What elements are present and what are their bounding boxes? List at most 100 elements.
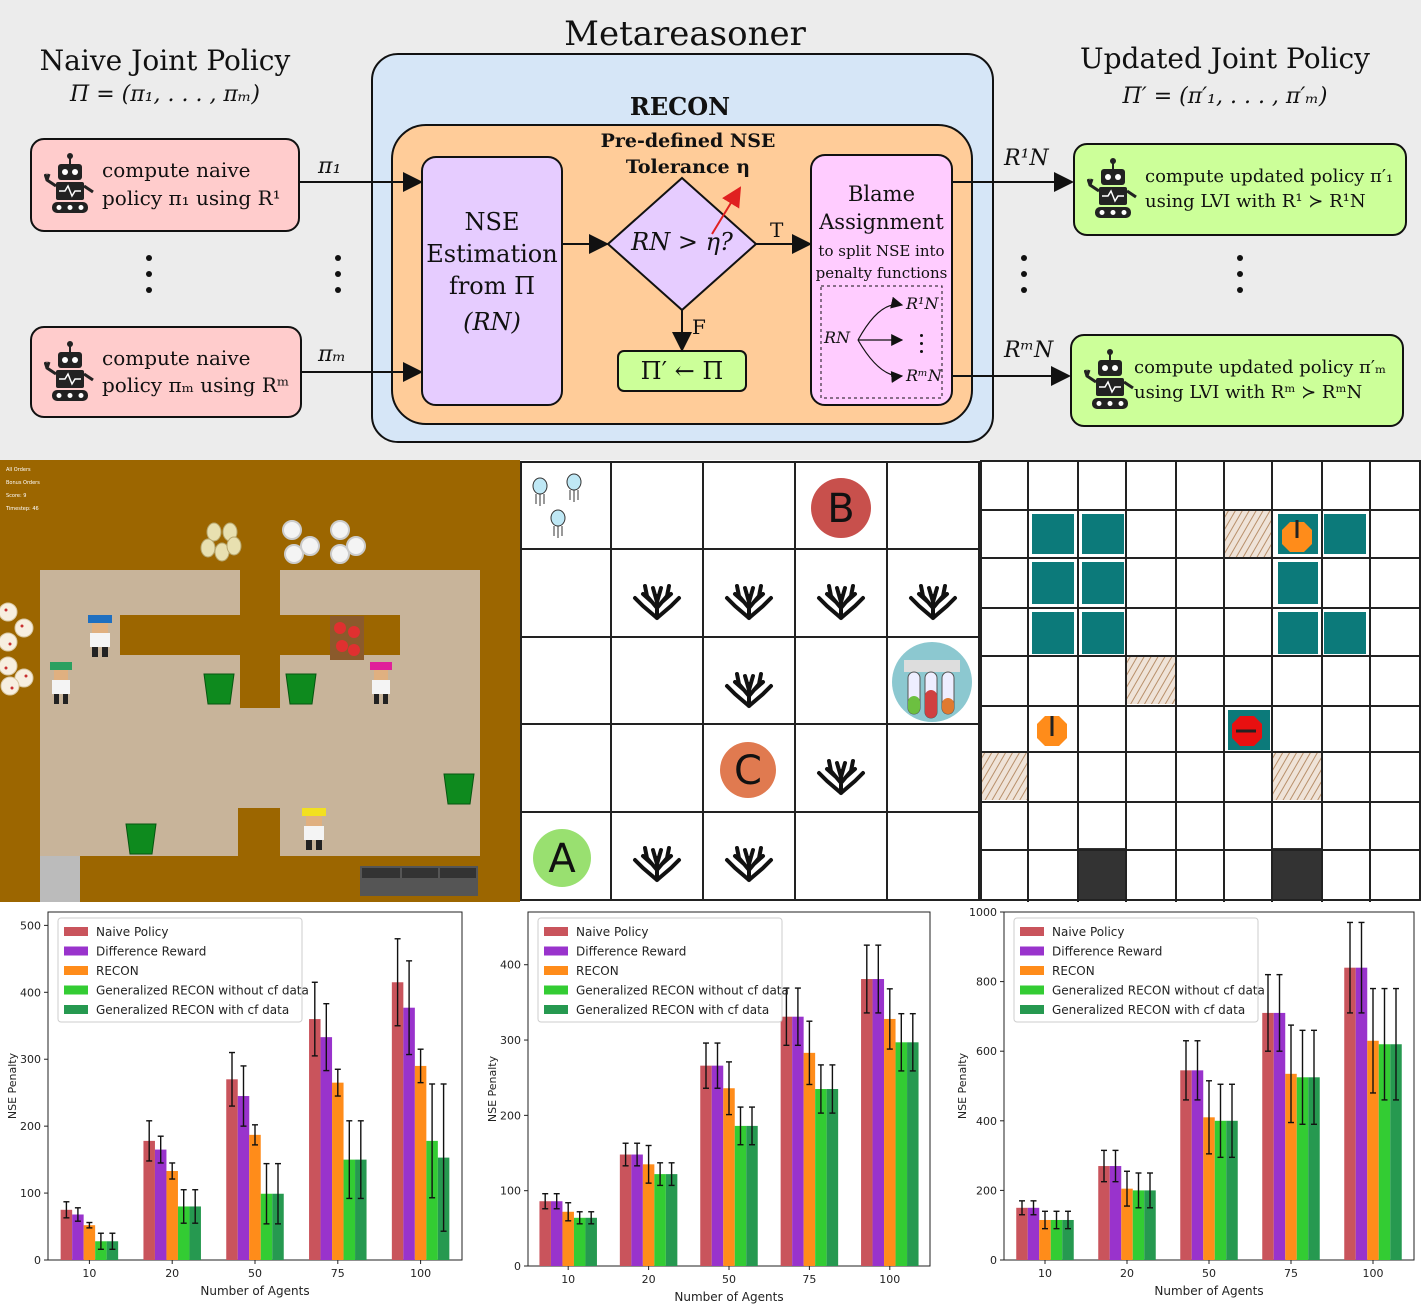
bar: [414, 1065, 427, 1260]
x-tick-label: 75: [331, 1267, 345, 1280]
y-tick-label: 100: [500, 1185, 521, 1198]
updated-box-1-line2: using LVI with R¹ ≻ R¹N: [1145, 191, 1366, 212]
bar: [1098, 1166, 1110, 1260]
chef-icon: [88, 615, 112, 657]
legend-label: Naive Policy: [576, 925, 648, 939]
location-b-label: B: [827, 486, 854, 532]
spill-cell: [1223, 510, 1273, 558]
bar: [72, 1214, 84, 1260]
bar: [1273, 1012, 1286, 1260]
bar: [1144, 1190, 1156, 1260]
bar: [1226, 1120, 1238, 1260]
bar: [272, 1193, 284, 1260]
legend-swatch: [544, 966, 568, 975]
y-tick-label: 400: [500, 959, 521, 972]
updated-policy-heading: Updated Joint Policy: [1080, 42, 1370, 75]
legend-swatch: [1020, 966, 1044, 975]
bar: [619, 1154, 632, 1266]
bar: [711, 1065, 724, 1266]
y-tick-label: 300: [20, 1053, 41, 1066]
bar: [320, 1037, 333, 1260]
bar: [895, 1042, 908, 1266]
location-c-label: C: [734, 748, 762, 794]
y-tick-label: 200: [500, 1109, 521, 1122]
ocean-grid-environment: B C A: [520, 460, 980, 902]
robot-icon: [44, 153, 94, 213]
updated-box-m-line2: using LVI with Rᵐ ≻ RᵐN: [1134, 382, 1363, 403]
bar: [1050, 1219, 1063, 1260]
bar: [426, 1140, 438, 1260]
x-tick-label: 75: [1284, 1267, 1298, 1280]
warehouse-grid-environment: [980, 460, 1421, 902]
y-axis-label: NSE Penalty: [486, 1055, 499, 1122]
bar: [60, 1209, 73, 1260]
naive-box-1-line1: compute naive: [102, 158, 251, 182]
warehouse-robot-icon: [1232, 716, 1262, 746]
bar: [260, 1193, 273, 1260]
x-tick-label: 75: [802, 1273, 816, 1286]
x-tick-label: 100: [879, 1273, 900, 1286]
blame-line1: Blame: [847, 182, 915, 206]
legend-label: RECON: [576, 964, 619, 978]
y-tick-label: 1000: [969, 906, 997, 919]
legend-swatch: [64, 985, 88, 995]
legend-swatch: [544, 985, 568, 995]
blame-line3: to split NSE into: [818, 242, 945, 260]
nse-line2: Estimation: [426, 240, 558, 268]
location-a-label: A: [548, 836, 576, 882]
result-text: Π′ ← Π: [640, 357, 724, 385]
y-tick-label: 0: [990, 1254, 997, 1267]
legend-swatch: [64, 946, 88, 956]
bar: [780, 1016, 793, 1266]
robot-icon: [1084, 349, 1134, 409]
y-tick-label: 300: [500, 1034, 521, 1047]
bar: [226, 1079, 238, 1260]
r1n-arrow-label: R¹N: [1004, 146, 1049, 171]
chef-icon: [370, 662, 392, 704]
bar: [1308, 1077, 1320, 1260]
bar: [1203, 1117, 1215, 1260]
nse-line1: NSE: [464, 208, 520, 236]
bar: [746, 1125, 758, 1266]
legend-label: Generalized RECON with cf data: [1052, 1003, 1245, 1017]
bar: [654, 1174, 666, 1266]
jellyfish-icon: [532, 473, 582, 538]
dark-cell: [1272, 848, 1322, 900]
naive-policy-box-1: compute naive policy π₁ using R¹: [30, 138, 300, 232]
onion-pile-icon: [200, 522, 242, 562]
legend-label: Naive Policy: [96, 925, 168, 939]
bar: [1367, 1040, 1379, 1260]
split-inset: [820, 285, 943, 399]
bar: [884, 1018, 896, 1266]
blame-line4: penalty functions: [815, 264, 948, 282]
x-axis-label: Number of Agents: [674, 1290, 783, 1304]
hud-line-1: All Orders: [6, 467, 31, 473]
bar: [803, 1052, 816, 1266]
y-tick-label: 600: [976, 1045, 997, 1058]
location-b-marker: [811, 478, 871, 538]
legend-swatch: [64, 1005, 88, 1014]
legend-label: Generalized RECON without cf data: [96, 984, 309, 998]
x-axis-label: Number of Agents: [1154, 1284, 1263, 1298]
diagram-connectors: [146, 53, 1243, 443]
nse-line4: (RN): [463, 308, 521, 336]
split-source: RN: [824, 328, 851, 347]
nse-estimation-text: NSE Estimation from Π (RN): [422, 206, 562, 338]
x-tick-label: 50: [248, 1267, 262, 1280]
bar: [332, 1082, 344, 1260]
x-tick-label: 50: [1202, 1267, 1216, 1280]
bar: [154, 1149, 167, 1260]
bar: [861, 979, 873, 1266]
x-tick-label: 10: [561, 1273, 575, 1286]
y-tick-label: 100: [20, 1187, 41, 1200]
bar: [792, 1016, 804, 1266]
y-tick-label: 200: [20, 1120, 41, 1133]
x-tick-label: 50: [722, 1273, 736, 1286]
x-tick-label: 100: [1363, 1267, 1384, 1280]
bar: [1214, 1120, 1227, 1260]
legend-swatch: [64, 966, 88, 975]
legend-label: Difference Reward: [1052, 945, 1162, 959]
bar: [1191, 1070, 1204, 1260]
chef-icon: [50, 662, 72, 704]
